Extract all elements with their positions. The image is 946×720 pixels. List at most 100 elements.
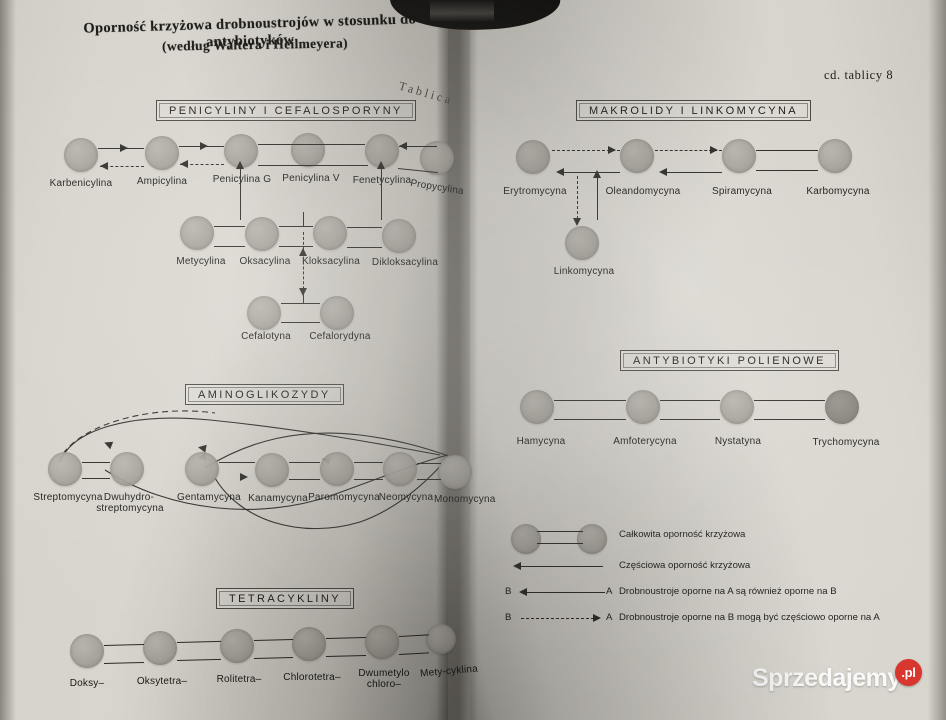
connector-line <box>417 479 441 480</box>
label-cefalorydyna: Cefalorydyna <box>309 331 371 342</box>
connector-line <box>347 247 382 248</box>
label-amfoterycyna: Amfoterycyna <box>613 436 677 447</box>
arrow-left <box>513 562 521 570</box>
node-cefalotyna <box>247 296 281 330</box>
node-oksacylina <box>245 217 279 251</box>
section-heading-aminoglycosides: AMINOGLIKOZYDY <box>185 384 344 405</box>
connector-line <box>347 227 382 228</box>
node-dikloksacylina <box>382 219 416 253</box>
connector-dashed-vertical <box>303 232 304 304</box>
connector-dashed <box>552 150 620 151</box>
node-metycyklina <box>426 624 456 654</box>
arrow-right <box>240 473 248 481</box>
connector-dashed <box>655 150 722 151</box>
node-streptomycyna <box>48 452 82 486</box>
node-penicylina-v <box>291 133 325 167</box>
connector-line <box>214 246 245 247</box>
connector-line <box>554 419 626 420</box>
continuation-note: cd. tablicy 8 <box>824 68 894 82</box>
connector-line <box>354 462 383 463</box>
arrow-down <box>299 288 307 296</box>
arrow-left <box>519 588 527 596</box>
label-ampicylina: Ampicylina <box>136 176 188 187</box>
node-monomycyna <box>438 455 472 489</box>
label-hamycyna: Hamycyna <box>516 436 566 447</box>
node-dwuhydrostreptomycyna <box>110 452 144 486</box>
book-binding-crease <box>430 0 494 22</box>
node-chlorotetracyklina <box>292 627 326 661</box>
arrow-up <box>236 161 244 169</box>
connector-line <box>519 566 603 567</box>
legend-node-right <box>577 524 607 554</box>
node-linkomycyna <box>565 226 599 260</box>
label-cefalotyna: Cefalotyna <box>241 331 291 342</box>
connector-line <box>754 400 825 401</box>
node-neomycyna <box>383 452 417 486</box>
connector-line <box>214 226 245 227</box>
label-penicylina-g: Penicylina G <box>212 174 272 185</box>
connector-vertical <box>240 168 241 220</box>
connector-line <box>660 400 720 401</box>
label-gentamycyna: Gentamycyna <box>177 492 241 503</box>
arrow-left <box>659 168 667 176</box>
node-ampicylina <box>145 136 179 170</box>
node-amfoterycyna <box>626 390 660 424</box>
label-dwumetylo: Dwumetylo <box>358 668 410 679</box>
connector-line <box>82 478 110 479</box>
label-oleandomycyna: Oleandomycyna <box>605 186 681 197</box>
arrow-left <box>556 168 564 176</box>
label-rolitetra: Rolitetra– <box>216 674 262 685</box>
label-nystatyna: Nystatyna <box>714 436 762 447</box>
node-doksycyklina <box>70 634 104 668</box>
arrow-right <box>120 144 128 152</box>
connector-line <box>289 462 320 463</box>
node-oksytetracyklina <box>143 631 177 665</box>
label-chlorotetra: Chlorotetra– <box>283 672 341 683</box>
arrow-up <box>377 161 385 169</box>
connector-line <box>560 172 620 173</box>
label-metycylina: Metycylina <box>176 256 226 267</box>
label-spiramycyna: Spiramycyna <box>712 186 772 197</box>
legend-label-b-implies-partial-a: Drobnoustroje oporne na B mogą być częśc… <box>619 612 880 623</box>
connector-line <box>537 531 583 532</box>
arrow-right <box>593 614 601 622</box>
connector-line <box>756 150 818 151</box>
connector-vertical <box>381 168 382 220</box>
connector-vertical <box>597 176 598 220</box>
label-neomycyna: Neomycyna <box>378 492 434 503</box>
node-cefalorydyna <box>320 296 354 330</box>
connector-line <box>756 170 818 171</box>
node-karbomycyna <box>818 139 852 173</box>
connector-line <box>279 246 313 247</box>
label-paromomycyna: Paromomycyna <box>308 492 380 503</box>
label-linkomycyna: Linkomycyna <box>553 266 615 277</box>
node-kloksacylina <box>313 216 347 250</box>
node-gentamycyna <box>185 452 219 486</box>
legend-symbol-b-left-dashed: B <box>505 612 512 623</box>
connector-vertical <box>303 289 304 304</box>
watermark-text: Sprzedajemy <box>752 664 901 692</box>
legend-symbol-a-right-dashed: A <box>606 612 613 623</box>
node-paromomycyna <box>320 452 354 486</box>
connector-line <box>289 479 320 480</box>
connector-line <box>537 543 583 544</box>
section-heading-penicillins: PENICYLINY I CEFALOSPORYNY <box>156 100 416 121</box>
section-heading-polyenes: ANTYBIOTYKI POLIENOWE <box>620 350 839 371</box>
connector-dashed <box>100 166 144 167</box>
connector-line <box>258 144 365 145</box>
arrow-right <box>200 142 208 150</box>
node-dwumetylochlorotetracyklina <box>365 625 399 659</box>
legend-symbol-b-left: B <box>505 586 512 597</box>
label-penicylina-v: Penicylina V <box>282 173 340 184</box>
connector-line <box>281 303 320 304</box>
connector-line <box>258 165 368 166</box>
connector-line <box>663 172 722 173</box>
label-kloksacylina: Kloksacylina <box>302 256 360 267</box>
connector-line <box>417 463 441 464</box>
label-erytromycyna: Erytromycyna <box>503 186 567 197</box>
connector-line <box>219 462 255 463</box>
connector-vertical <box>303 212 304 226</box>
connector-line <box>354 479 383 480</box>
legend-label-total-resistance: Całkowita oporność krzyżowa <box>619 529 746 540</box>
